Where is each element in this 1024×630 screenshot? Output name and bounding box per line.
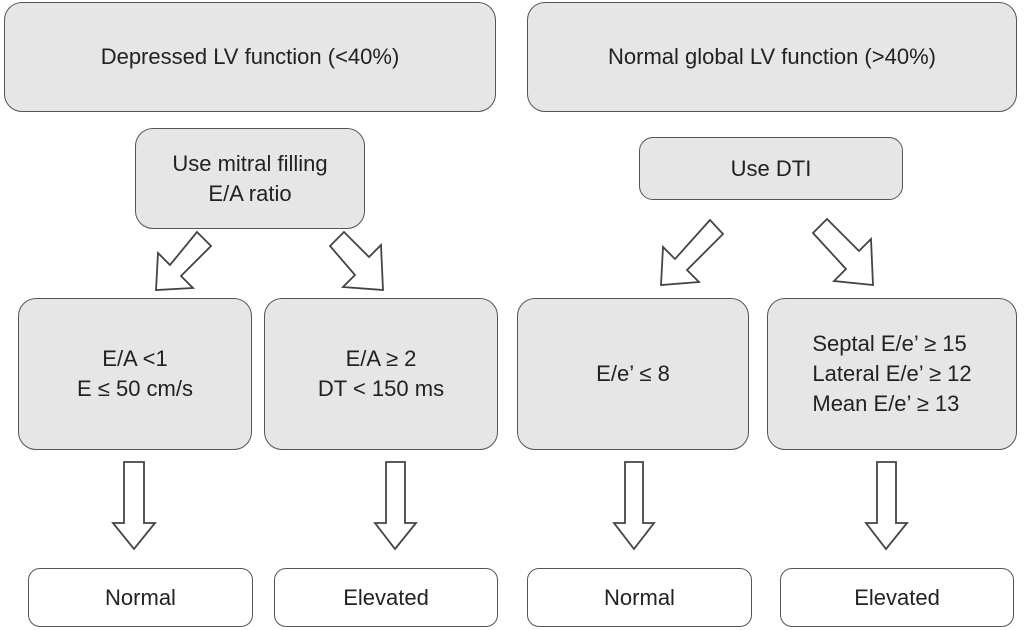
right-outcome-normal: Normal [527,568,752,627]
arrow-diagonal-right-to-elevated-criteria [811,217,874,287]
depressed-lv-header-label: Depressed LV function (<40%) [100,44,400,69]
arrow-down-right-normal [612,461,656,551]
criteria-line-1: E/A ≥ 2 [345,346,417,371]
method-line-2: E/A ratio [208,180,292,206]
method-line-1: Use mitral filling [172,150,328,176]
outcome-label: Normal [105,584,176,610]
arrow-down-left-elevated [373,461,418,551]
criteria-line-3: Mean E/e’ ≥ 13 [812,391,960,416]
depressed-lv-header: Depressed LV function (<40%) [4,2,496,112]
ea-elevated-criteria-box: E/A ≥ 2 DT < 150 ms [264,298,498,450]
criteria-line-1: E/A <1 [102,346,168,371]
ea-normal-criteria-box: E/A <1 E ≤ 50 cm/s [18,298,252,450]
outcome-label: Elevated [854,584,940,610]
right-outcome-elevated: Elevated [780,568,1014,627]
criteria-line-2: Lateral E/e’ ≥ 12 [812,361,972,386]
normal-lv-header-label: Normal global LV function (>40%) [608,44,936,69]
normal-lv-header: Normal global LV function (>40%) [527,2,1017,112]
dti-method-box: Use DTI [639,137,903,200]
outcome-label: Elevated [343,584,429,610]
criteria-line-1: E/e’ ≤ 8 [596,361,670,386]
arrow-down-left-normal [111,461,157,551]
left-outcome-elevated: Elevated [274,568,498,627]
arrow-down-right-elevated [864,461,909,551]
arrow-diagonal-left-to-elevated-criteria [328,230,384,291]
criteria-line-2: E ≤ 50 cm/s [77,376,193,401]
ee-normal-criteria-box: E/e’ ≤ 8 [517,298,749,450]
arrow-diagonal-right-to-normal-criteria [660,218,725,286]
method-line-1: Use DTI [730,155,812,181]
left-outcome-normal: Normal [28,568,253,627]
criteria-line-2: DT < 150 ms [317,376,445,401]
mitral-filling-method-box: Use mitral filling E/A ratio [135,128,365,229]
ee-elevated-criteria-box: Septal E/e’ ≥ 15 Lateral E/e’ ≥ 12 Mean … [767,298,1017,450]
outcome-label: Normal [604,584,675,610]
arrow-diagonal-left-to-normal-criteria [155,230,213,291]
criteria-line-1: Septal E/e’ ≥ 15 [812,331,967,356]
